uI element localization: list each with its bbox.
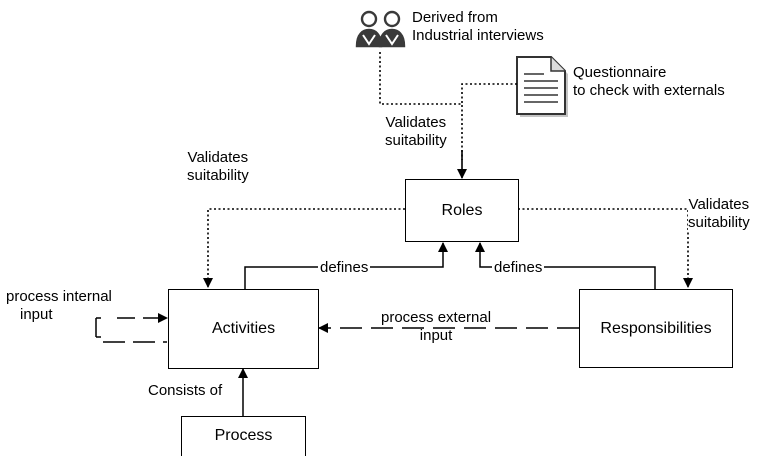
consists-of-label: Consists of bbox=[148, 382, 223, 399]
roles-node[interactable]: Roles bbox=[405, 179, 519, 242]
validates-right-line1: Validates bbox=[688, 196, 750, 213]
activities-label: Activities bbox=[211, 320, 276, 337]
process-external-line1: process external bbox=[381, 309, 492, 327]
validates-top-line2: suitability bbox=[385, 132, 447, 149]
process-internal-line1: process internal bbox=[6, 288, 112, 305]
responsibilities-node[interactable]: Responsibilities bbox=[579, 289, 733, 368]
roles-label: Roles bbox=[441, 201, 483, 219]
validates-top-line1: Validates bbox=[385, 114, 447, 131]
validates-left-line1: Validates bbox=[187, 149, 249, 166]
validates-right-line2: suitability bbox=[688, 214, 750, 231]
interviews-to-roles-edge bbox=[379, 52, 517, 160]
validates-left-line2: suitability bbox=[187, 167, 249, 184]
process-external-line2: input bbox=[419, 327, 453, 344]
interviews-line2: Industrial interviews bbox=[412, 27, 544, 44]
validates-left-label: Validates suitability bbox=[187, 149, 249, 185]
defines-right-label: defines bbox=[492, 259, 545, 277]
roles-to-responsibilities-validates-edge bbox=[518, 208, 693, 288]
questionnaire-line2: to check with externals bbox=[573, 82, 725, 99]
process-label: Process bbox=[214, 427, 273, 444]
document-icon bbox=[516, 56, 568, 117]
roles-to-activities-validates-edge bbox=[203, 208, 405, 288]
validates-top-label: Validates suitability bbox=[385, 114, 447, 150]
process-internal-label: process internal input bbox=[6, 288, 112, 324]
process-external-label: process external input bbox=[381, 309, 492, 345]
process-internal-input-edge bbox=[95, 313, 168, 343]
validates-right-label: Validates suitability bbox=[688, 196, 750, 232]
people-icon bbox=[355, 10, 406, 48]
responsibilities-defines-roles-edge bbox=[475, 242, 656, 289]
activities-node[interactable]: Activities bbox=[168, 289, 319, 369]
process-internal-line2: input bbox=[20, 306, 53, 323]
interviews-line1: Derived from bbox=[412, 9, 498, 26]
questionnaire-source-label: Questionnaire to check with externals bbox=[573, 64, 725, 100]
defines-left-label: defines bbox=[318, 259, 371, 277]
responsibilities-label: Responsibilities bbox=[600, 319, 712, 337]
questionnaire-line1: Questionnaire bbox=[573, 64, 667, 81]
interviews-source-label: Derived from Industrial interviews bbox=[412, 9, 544, 45]
process-node[interactable]: Process bbox=[181, 416, 306, 456]
